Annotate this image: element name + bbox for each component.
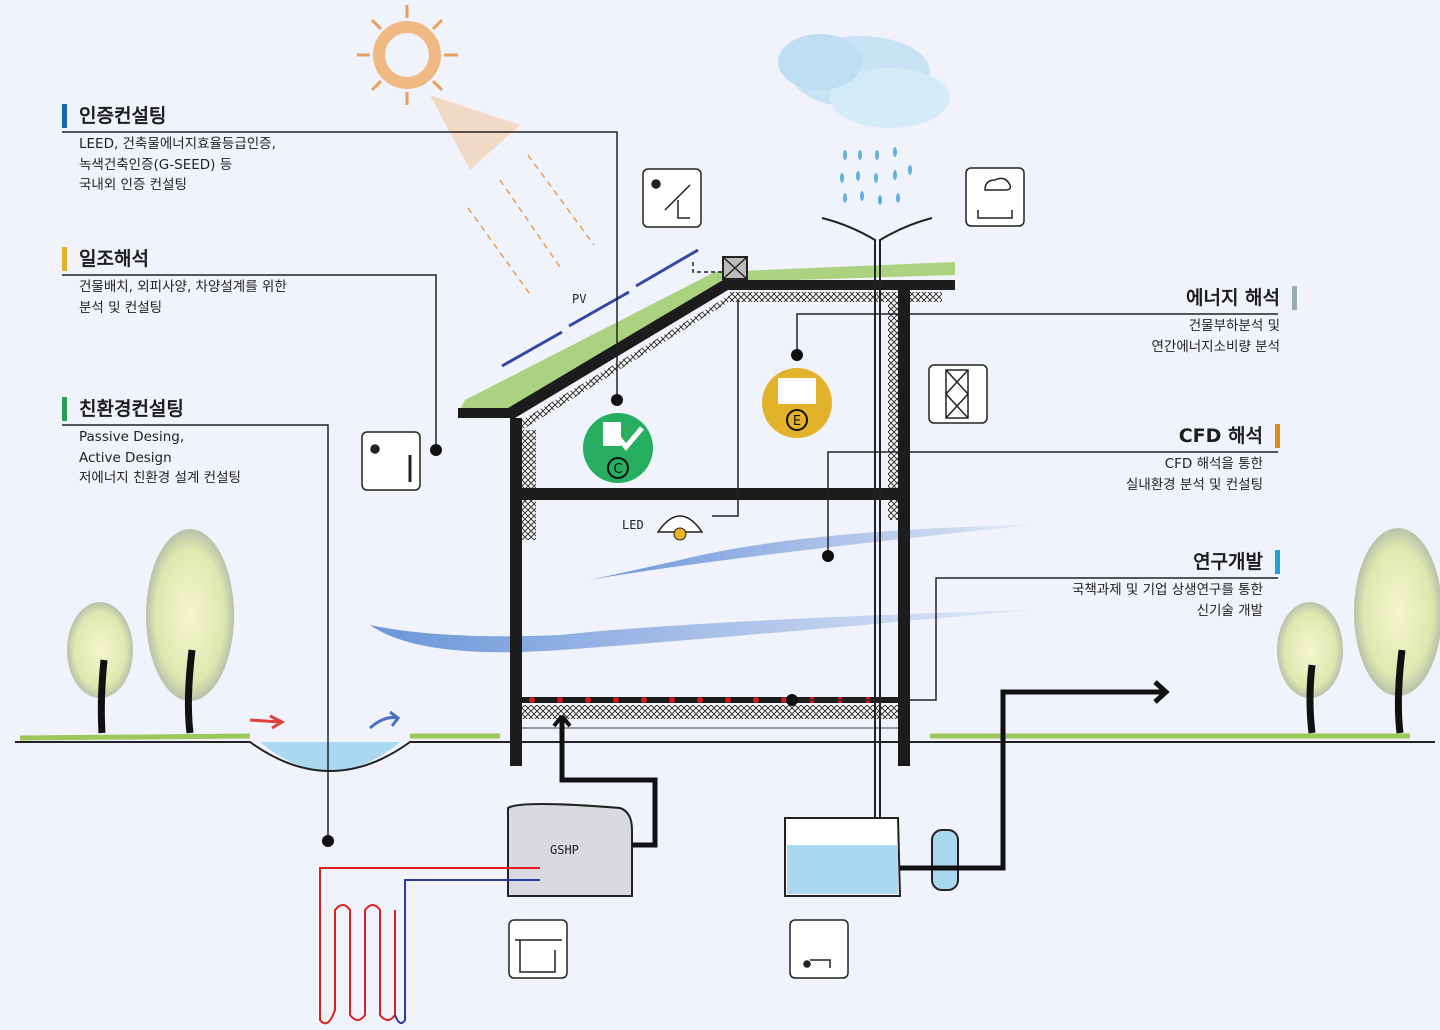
section-text: 국책과제 및 기업 상생연구를 통한 <box>1071 582 1263 598</box>
section-title: 연구개발 <box>863 550 1280 574</box>
section-text: Passive Desing, <box>79 429 185 445</box>
pv-label: PV <box>572 292 586 306</box>
section-text: 분석 및 컨설팅 <box>79 299 163 316</box>
gshp-label: GSHP <box>550 843 579 857</box>
section-text: 건물배치, 외피사양, 차양설계를 위한 <box>79 279 287 295</box>
svg-text:C: C <box>613 462 622 477</box>
section-eco: 친환경컨설팅 Passive Desing, Active Design 저에너… <box>62 397 241 489</box>
energy-badge: E <box>762 368 832 438</box>
tree <box>67 528 1440 734</box>
section-text: 녹색건축인증(G-SEED) 등 <box>79 156 233 173</box>
section-text: 연간에너지소비량 분석 <box>1151 338 1281 355</box>
airflow <box>370 525 1030 653</box>
section-title: 일조해석 <box>62 247 287 271</box>
certification-badge: C <box>583 413 653 483</box>
gshp-unit-icon <box>508 919 568 979</box>
section-text: 저에너지 친환경 설계 컨설팅 <box>79 470 241 486</box>
rain-harvest-icon <box>965 167 1025 227</box>
section-certification: 인증컨설팅 LEED, 건축물에너지효율등급인증, 녹색건축인증(G-SEED)… <box>62 104 276 196</box>
insulation-icon <box>928 364 988 424</box>
section-cfd: CFD 해석 CFD 해석을 통한 실내환경 분석 및 컨설팅 <box>863 424 1280 495</box>
solar-panel-icon <box>642 168 702 228</box>
section-text: 신기술 개발 <box>1196 602 1263 619</box>
section-text: CFD 해석을 통한 <box>1164 456 1263 472</box>
section-sunlight: 일조해석 건물배치, 외피사양, 차양설계를 위한 분석 및 컨설팅 <box>62 247 287 318</box>
building-section <box>458 256 955 766</box>
rainwater-tank <box>784 680 1170 897</box>
sunlight-arrows <box>467 154 595 298</box>
gshp-unit <box>319 714 658 1025</box>
led-label: LED <box>622 518 644 532</box>
rainwater-pipe <box>821 217 933 828</box>
section-title: 에너지 해석 <box>880 286 1297 310</box>
pv-panels <box>501 248 699 368</box>
ground <box>15 710 1435 772</box>
leader-lines <box>62 131 1278 841</box>
sun-icon <box>357 5 520 170</box>
section-text: LEED, 건축물에너지효율등급인증, <box>79 136 276 152</box>
water-tap-icon <box>789 919 849 979</box>
section-text: Active Design <box>79 449 172 466</box>
cloud-icon <box>778 34 950 205</box>
section-text: 국내외 인증 컨설팅 <box>79 177 187 193</box>
section-text: 건물부하분석 및 <box>1188 318 1280 334</box>
section-text: 실내환경 분석 및 컨설팅 <box>1125 476 1263 493</box>
led-lamp <box>656 515 704 541</box>
section-title: 친환경컨설팅 <box>62 397 241 421</box>
section-title: 인증컨설팅 <box>62 104 276 128</box>
svg-text:E: E <box>793 414 801 429</box>
section-energy: 에너지 해석 건물부하분석 및 연간에너지소비량 분석 <box>880 286 1297 357</box>
section-research: 연구개발 국책과제 및 기업 상생연구를 통한 신기술 개발 <box>863 550 1280 621</box>
section-title: CFD 해석 <box>863 424 1280 448</box>
